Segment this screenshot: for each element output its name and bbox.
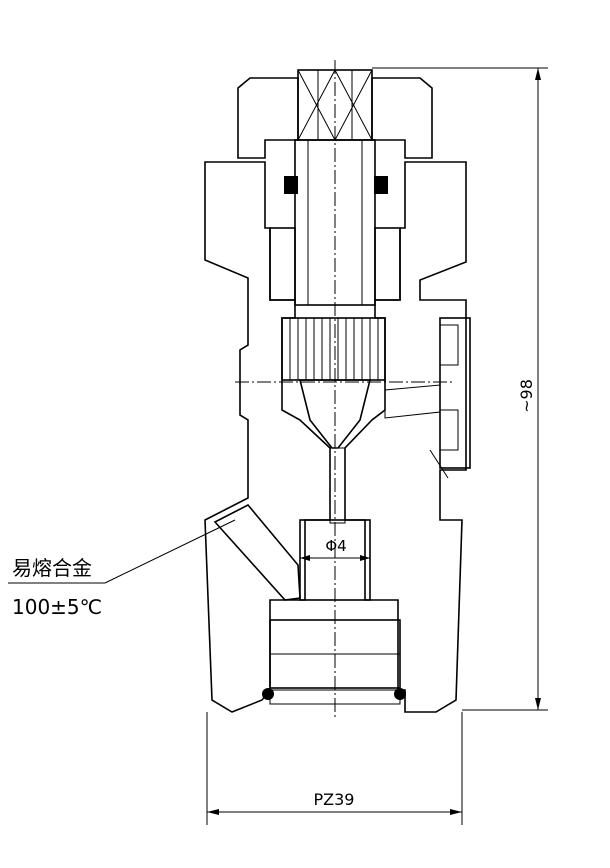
height-dimension xyxy=(372,67,548,711)
packing-rings xyxy=(269,176,401,301)
height-dimension-label: ~98 xyxy=(517,379,536,413)
bore-dimension xyxy=(300,555,370,561)
centerlines xyxy=(235,60,455,720)
material-leader xyxy=(8,519,236,584)
cap-nut xyxy=(237,77,433,159)
thread-dimension xyxy=(206,712,463,825)
thread-dimension-label: PZ39 xyxy=(314,790,355,809)
side-outlet xyxy=(384,317,471,479)
valve-stem xyxy=(281,69,386,524)
bore-dimension-label: Φ4 xyxy=(325,537,346,555)
temperature-label: 100±5℃ xyxy=(12,595,102,619)
material-label: 易熔合金 xyxy=(12,556,92,580)
fusible-alloy-plug xyxy=(213,503,301,601)
